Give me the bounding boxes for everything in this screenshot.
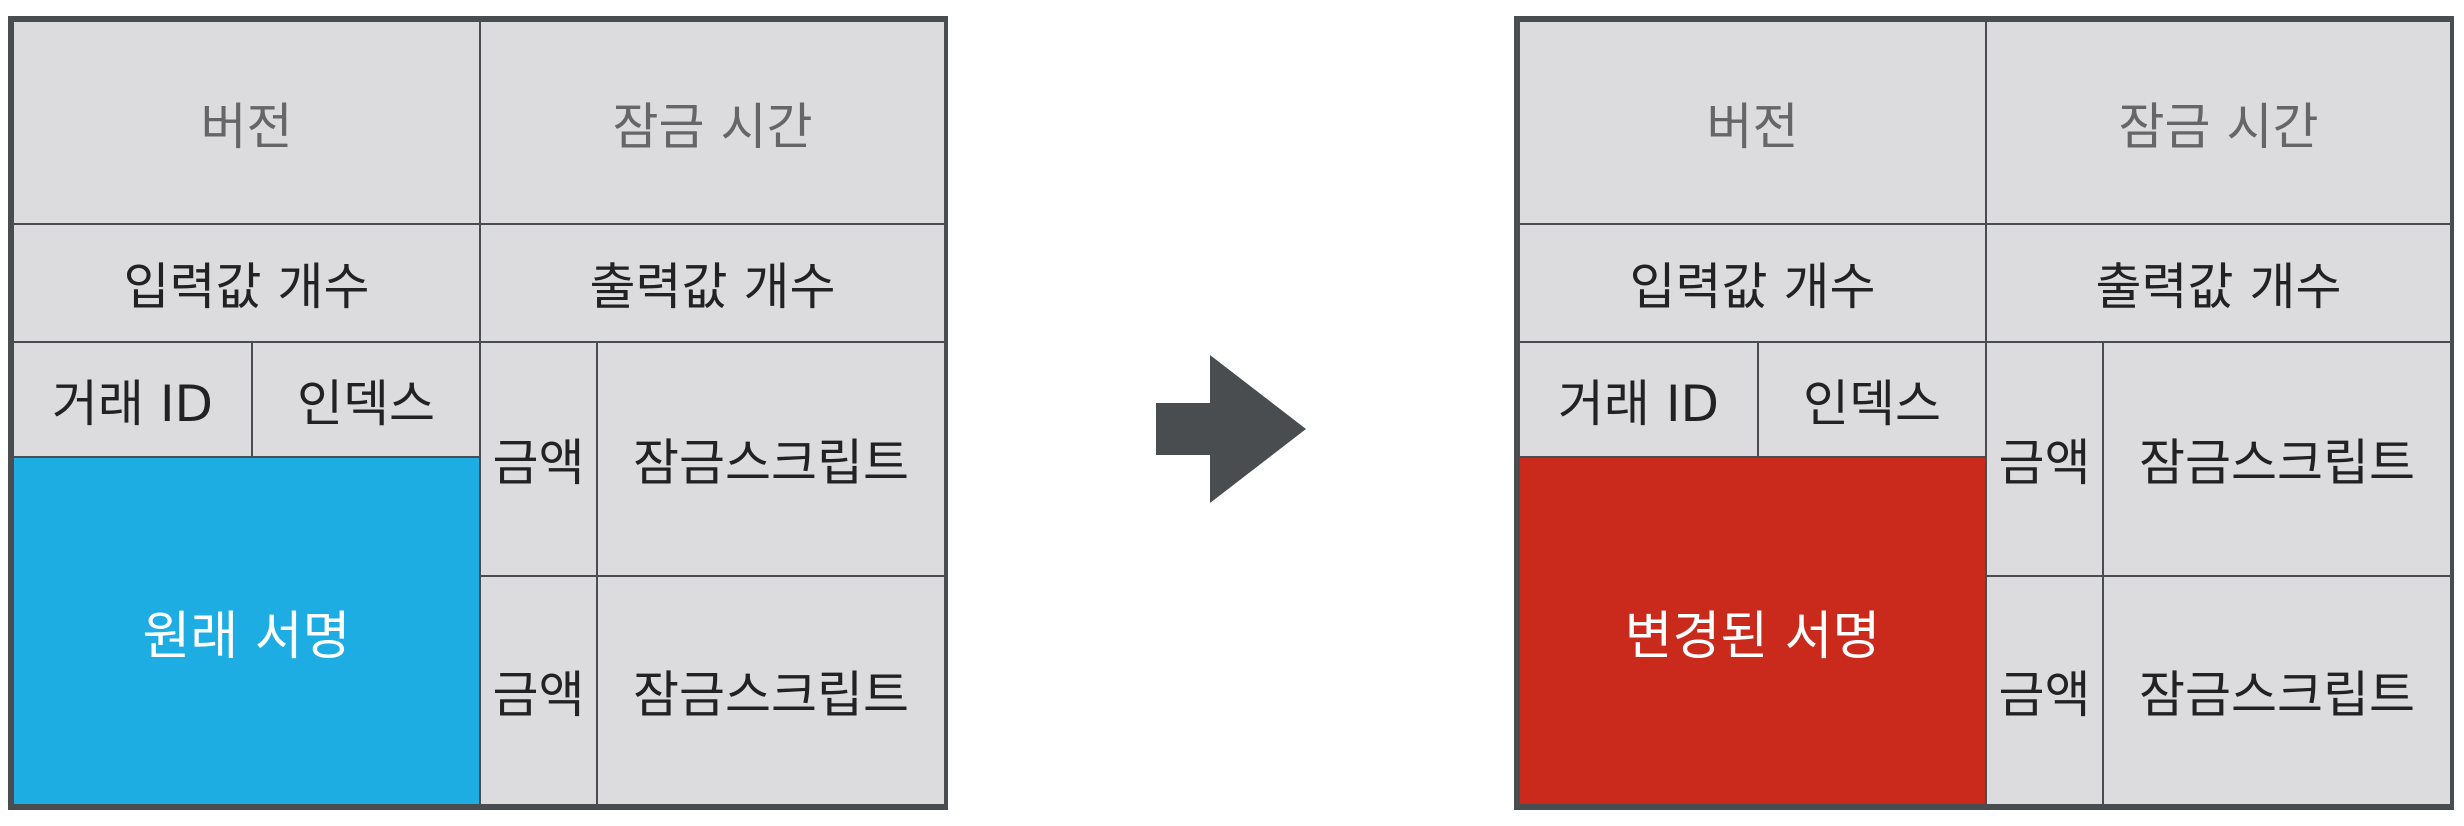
output-1-amount-field: 금액 bbox=[479, 341, 598, 577]
modified-signature-field: 변경된 서명 bbox=[1518, 456, 1987, 806]
original-transaction-diagram: 버전 잠금 시간 입력값 개수 출력값 개수 거래 ID 인덱스 원래 서명 금… bbox=[8, 16, 948, 810]
index-field: 인덱스 bbox=[1757, 341, 1987, 458]
input-count-field: 입력값 개수 bbox=[1518, 223, 1987, 343]
input-count-field: 입력값 개수 bbox=[12, 223, 481, 343]
version-field: 버전 bbox=[1518, 20, 1987, 225]
output-2-locking-script-field: 잠금스크립트 bbox=[2102, 575, 2452, 806]
output-2-amount-field: 금액 bbox=[479, 575, 598, 806]
original-signature-field: 원래 서명 bbox=[12, 456, 481, 806]
output-1-locking-script-field: 잠금스크립트 bbox=[2102, 341, 2452, 577]
output-2-locking-script-field: 잠금스크립트 bbox=[596, 575, 946, 806]
index-field: 인덱스 bbox=[251, 341, 481, 458]
lock-time-field: 잠금 시간 bbox=[1985, 20, 2452, 225]
transaction-id-field: 거래 ID bbox=[12, 341, 253, 458]
modified-transaction-diagram: 버전 잠금 시간 입력값 개수 출력값 개수 거래 ID 인덱스 변경된 서명 … bbox=[1514, 16, 2454, 810]
output-count-field: 출력값 개수 bbox=[1985, 223, 2452, 343]
output-1-amount-field: 금액 bbox=[1985, 341, 2104, 577]
lock-time-field: 잠금 시간 bbox=[479, 20, 946, 225]
version-field: 버전 bbox=[12, 20, 481, 225]
output-2-amount-field: 금액 bbox=[1985, 575, 2104, 806]
output-count-field: 출력값 개수 bbox=[479, 223, 946, 343]
right-arrow-icon bbox=[1156, 355, 1306, 503]
transaction-id-field: 거래 ID bbox=[1518, 341, 1759, 458]
output-1-locking-script-field: 잠금스크립트 bbox=[596, 341, 946, 577]
